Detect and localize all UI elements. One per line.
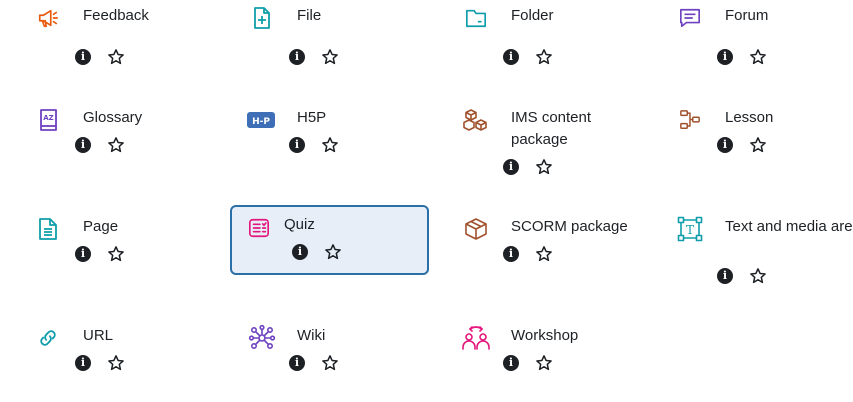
- module-tile-wiki[interactable]: Wiki i: [243, 315, 442, 387]
- module-tile-feedback[interactable]: Feedback i: [29, 0, 228, 73]
- folder-icon: [465, 6, 487, 30]
- info-icon[interactable]: i: [75, 49, 91, 65]
- module-tile-quiz[interactable]: Quiz i: [230, 205, 429, 275]
- module-name: Lesson: [725, 109, 774, 126]
- module-name: H5P: [297, 109, 327, 126]
- glossary-icon: AZ: [37, 108, 59, 132]
- module-tile-page[interactable]: Page i: [29, 206, 228, 278]
- star-icon[interactable]: [106, 353, 126, 373]
- megaphone-icon: [37, 6, 59, 30]
- info-icon[interactable]: i: [75, 246, 91, 262]
- scorm-box-icon: [463, 217, 489, 241]
- star-icon[interactable]: [534, 47, 554, 67]
- star-icon[interactable]: [534, 244, 554, 264]
- module-name: URL: [83, 327, 114, 344]
- module-name: Page: [83, 218, 119, 235]
- h5p-icon-text: H-P: [252, 117, 270, 127]
- star-icon[interactable]: [748, 266, 768, 286]
- info-icon[interactable]: i: [717, 137, 733, 153]
- module-name: Forum: [725, 7, 769, 24]
- workshop-icon: [462, 326, 490, 350]
- text-media-icon-text: T: [686, 223, 694, 237]
- info-icon[interactable]: i: [503, 49, 519, 65]
- forum-icon: [679, 6, 701, 30]
- module-name: Quiz: [284, 216, 315, 233]
- info-icon[interactable]: i: [75, 137, 91, 153]
- h5p-icon: H-P: [247, 108, 275, 132]
- module-name: IMS content package: [511, 109, 592, 148]
- ims-boxes-icon: [463, 108, 489, 132]
- text-media-icon: T: [677, 216, 703, 242]
- module-tile-glossary[interactable]: AZ Glossary i: [29, 97, 228, 169]
- star-icon[interactable]: [748, 135, 768, 155]
- star-icon[interactable]: [320, 353, 340, 373]
- star-icon[interactable]: [320, 47, 340, 67]
- info-icon[interactable]: i: [292, 244, 308, 260]
- module-name: Text and media area: [725, 218, 853, 235]
- module-tile-file[interactable]: File i: [243, 0, 442, 73]
- module-tile-url[interactable]: URL i: [29, 315, 228, 387]
- star-icon[interactable]: [323, 242, 343, 262]
- module-tile-text-and-media-area[interactable]: T Text and media area i: [671, 206, 853, 300]
- module-tile-ims-content-package[interactable]: IMS content package i: [457, 97, 656, 191]
- lesson-icon: [679, 108, 701, 132]
- info-icon[interactable]: i: [503, 246, 519, 262]
- module-tile-h5p[interactable]: H-P H5P i: [243, 97, 442, 169]
- info-icon[interactable]: i: [75, 355, 91, 371]
- wiki-icon: [249, 325, 275, 350]
- file-icon: [251, 6, 273, 30]
- svg-text:AZ: AZ: [43, 114, 54, 122]
- star-icon[interactable]: [534, 157, 554, 177]
- info-icon[interactable]: i: [289, 49, 305, 65]
- page-icon: [37, 217, 59, 241]
- star-icon[interactable]: [320, 135, 340, 155]
- module-tile-workshop[interactable]: Workshop i: [457, 315, 656, 387]
- info-icon[interactable]: i: [503, 159, 519, 175]
- info-icon[interactable]: i: [717, 268, 733, 284]
- star-icon[interactable]: [534, 353, 554, 373]
- star-icon[interactable]: [106, 244, 126, 264]
- module-name: Workshop: [511, 327, 579, 344]
- module-name: Wiki: [297, 327, 326, 344]
- info-icon[interactable]: i: [289, 137, 305, 153]
- info-icon[interactable]: i: [289, 355, 305, 371]
- info-icon[interactable]: i: [503, 355, 519, 371]
- module-name: Folder: [511, 7, 554, 24]
- module-name: Feedback: [83, 7, 149, 24]
- module-tile-lesson[interactable]: Lesson i: [671, 97, 853, 169]
- star-icon[interactable]: [106, 47, 126, 67]
- star-icon[interactable]: [748, 47, 768, 67]
- star-icon[interactable]: [106, 135, 126, 155]
- module-name: Glossary: [83, 109, 143, 126]
- quiz-icon: [248, 216, 270, 240]
- link-icon: [37, 326, 59, 350]
- module-name: SCORM package: [511, 218, 628, 235]
- module-tile-folder[interactable]: Folder i: [457, 0, 656, 73]
- module-tile-forum[interactable]: Forum i: [671, 0, 853, 73]
- module-name: File: [297, 7, 322, 24]
- info-icon[interactable]: i: [717, 49, 733, 65]
- module-tile-scorm-package[interactable]: SCORM package i: [457, 206, 656, 278]
